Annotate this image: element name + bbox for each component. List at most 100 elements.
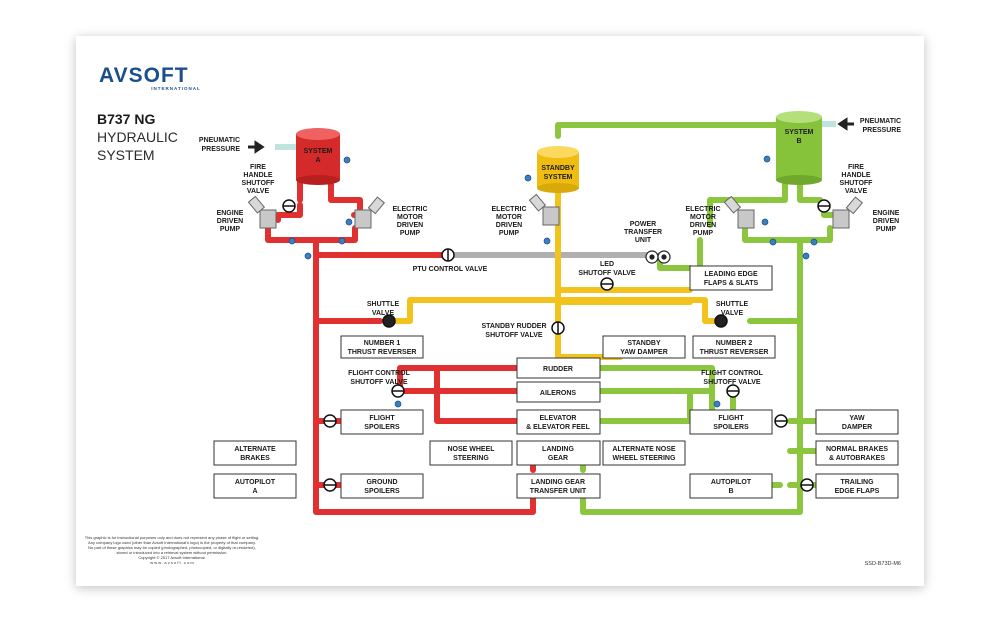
component-boxes (213, 265, 899, 499)
valves (282, 199, 831, 492)
autopilot-a-line1: AUTOPILOT (235, 479, 276, 486)
fire-right-line4: VALVE (845, 188, 868, 195)
alt-nose-wheel-line1: ALTERNATE NOSE (612, 446, 675, 453)
free-labels: PNEUMATIC PRESSURE PNEUMATIC PRESSURE FI… (199, 118, 901, 386)
disclaimer-line5: Copyright © 2017 Avsoft International. (138, 555, 205, 560)
electric-pump-a-head-icon (367, 196, 386, 215)
edp-right-line2: DRIVEN (873, 218, 899, 225)
pneumatic-right-line1: PNEUMATIC (860, 118, 901, 125)
pressure-switch-icons (288, 155, 818, 408)
alternate-brakes-box (213, 440, 297, 466)
autopilot-a-line2: A (252, 488, 257, 495)
autopilot-b-box (689, 473, 773, 499)
fcsv-right-line2: SHUTOFF VALVE (703, 379, 761, 386)
flight-spoilers-right-box (689, 409, 773, 435)
standby-rudder-line1: STANDBY RUDDER (481, 323, 546, 330)
ptu-line1: POWER (630, 221, 656, 228)
thrust-rev-1-line1: NUMBER 1 (364, 340, 401, 347)
emdp-a-line1: ELECTRIC (393, 206, 428, 213)
shuttle-left-line1: SHUTTLE (367, 301, 400, 308)
alternate-nose-wheel-box (602, 440, 686, 466)
spoilers-right-line2: SPOILERS (713, 424, 749, 431)
nose-wheel-line2: STEERING (453, 455, 489, 462)
shuttle-right-line1: SHUTTLE (716, 301, 749, 308)
emdp-standby-line2: MOTOR (496, 214, 522, 221)
normal-brakes-line1: NORMAL BRAKES (826, 446, 888, 453)
fcsv-left-line1: FLIGHT CONTROL (348, 370, 411, 377)
rudder-line1: RUDDER (543, 366, 573, 373)
alt-nose-wheel-line2: WHEEL STEERING (613, 455, 676, 462)
nose-wheel-line1: NOSE WHEEL (447, 446, 495, 453)
ptu-valve-label: PTU CONTROL VALVE (413, 266, 488, 273)
ground-spoilers-box (340, 473, 424, 499)
brand-sub: INTERNATIONAL (151, 86, 200, 91)
alt-brakes-line1: ALTERNATE (234, 446, 276, 453)
emdp-standby-line3: DRIVEN (496, 222, 522, 229)
emdp-a-line4: PUMP (400, 230, 421, 237)
pneumatic-right-line2: PRESSURE (862, 127, 901, 134)
standby-rudder-line2: SHUTOFF VALVE (485, 332, 543, 339)
disclaimer-line1: This graphic is for instructional purpos… (85, 535, 260, 540)
normal-brakes-line2: & AUTOBRAKES (829, 455, 885, 462)
lgtu-line1: LANDING GEAR (531, 479, 585, 486)
disclaimer-line4: stored or introduced into a retrieval sy… (117, 550, 228, 555)
pump-icons (247, 193, 864, 229)
system-b-label-line1: SYSTEM (785, 129, 814, 136)
fire-left-line2: HANDLE (243, 172, 272, 179)
landing-gear-line2: GEAR (548, 455, 568, 462)
standby-pipes (389, 177, 721, 365)
pneumatic-pipe-left (275, 144, 296, 150)
standby-label-line2: SYSTEM (544, 174, 573, 181)
standby-label-line1: STANDBY (541, 165, 575, 172)
pneumatic-arrow-left-icon (248, 140, 265, 154)
thrust-rev-1-line2: THRUST REVERSER (348, 349, 417, 356)
yaw-damper-box (815, 409, 899, 435)
spoilers-left-line2: SPOILERS (364, 424, 400, 431)
fire-left-line3: SHUTOFF (242, 180, 276, 187)
thrust-reverser-2-box (692, 335, 776, 359)
leading-edge-line1: LEADING EDGE (704, 271, 758, 278)
ptu-line2: TRANSFER (624, 229, 662, 236)
disclaimer-line6: w w w . a v s o f t . c o m (150, 560, 194, 565)
title-line1: B737 NG (97, 111, 155, 127)
doc-code: SSD-B73D-M6 (865, 561, 901, 567)
leading-edge-box (689, 265, 773, 291)
disclaimer-line2: Any company logo used (other than Avsoft… (88, 540, 256, 545)
yaw-damper-line2: DAMPER (842, 424, 872, 431)
thrust-rev-2-line2: THRUST REVERSER (700, 349, 769, 356)
leading-edge-line2: FLAPS & SLATS (704, 280, 759, 287)
fire-left-line4: VALVE (247, 188, 270, 195)
disclaimer-line3: No part of these graphics may be copied … (88, 545, 256, 550)
ptu-icon (645, 250, 671, 264)
autopilot-a-box (213, 473, 297, 499)
reservoir-standby: STANDBY SYSTEM (537, 146, 579, 193)
pneumatic-arrow-right-icon (837, 117, 854, 131)
shuttle-left-line2: VALVE (372, 310, 395, 317)
ptu-line3: UNIT (635, 237, 652, 244)
yaw-damper-line1: YAW (849, 415, 865, 422)
flight-spoilers-left-box (340, 409, 424, 435)
reservoir-system-b: SYSTEM B (776, 111, 822, 185)
fcsv-right-line1: FLIGHT CONTROL (701, 370, 764, 377)
rudder-box (516, 357, 601, 379)
emdp-b-line4: PUMP (693, 230, 714, 237)
pneumatic-pipe-right (822, 121, 836, 127)
brand-logo: AVSOFT INTERNATIONAL (99, 64, 200, 91)
pneumatic-left-line1: PNEUMATIC (199, 137, 240, 144)
landing-gear-line1: LANDING (542, 446, 574, 453)
standby-yaw-box (602, 335, 686, 359)
landing-gear-box (516, 440, 601, 466)
shuttle-right-line2: VALVE (721, 310, 744, 317)
system-b-label-line2: B (796, 138, 801, 145)
electric-pump-standby-head-icon (528, 193, 547, 212)
autopilot-b-line1: AUTOPILOT (711, 479, 752, 486)
thrust-reverser-1-box (340, 335, 424, 359)
engine-driven-pump-a-icon (259, 209, 277, 229)
elevator-line1: ELEVATOR (540, 415, 577, 422)
ground-spoilers-line1: GROUND (366, 479, 397, 486)
spoilers-left-line1: FLIGHT (369, 415, 395, 422)
trailing-edge-line1: TRAILING (840, 479, 874, 486)
disclaimer: This graphic is for instructional purpos… (85, 535, 260, 565)
